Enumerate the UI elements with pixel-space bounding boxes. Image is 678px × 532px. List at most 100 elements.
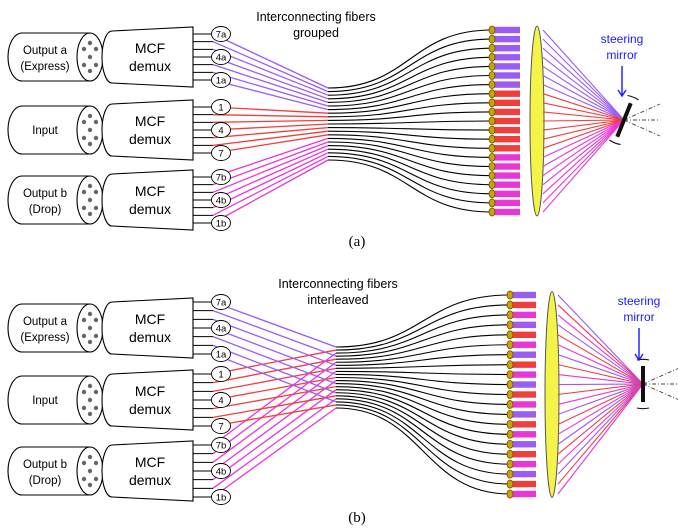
port-label: 1b xyxy=(216,492,227,503)
fiber-core-dot xyxy=(87,211,93,217)
lens xyxy=(544,291,560,498)
fiber-end xyxy=(488,180,496,190)
beam-line xyxy=(542,102,625,121)
trunk-fiber xyxy=(327,159,493,213)
fiber-core-dot xyxy=(81,389,87,395)
beam-band xyxy=(510,351,536,358)
steering-mirror-label-line1: steering xyxy=(601,32,644,46)
demux-label-sub: demux xyxy=(129,329,171,345)
beam-band xyxy=(510,451,536,458)
fiber-end xyxy=(488,34,496,44)
fiber-core-dot xyxy=(87,183,93,189)
trunk-fiber xyxy=(335,373,511,386)
port-marker xyxy=(211,72,231,88)
fiber-wires-b xyxy=(212,294,511,498)
trunk-fiber xyxy=(335,386,511,425)
fiber-end xyxy=(488,198,496,208)
fiber-line xyxy=(212,336,337,385)
beam-line xyxy=(542,119,625,158)
demux-label: MCF xyxy=(135,383,165,399)
port-label: 7a xyxy=(216,29,227,40)
fiber-end xyxy=(506,449,514,459)
beam-line xyxy=(542,119,625,167)
beam-band xyxy=(510,401,536,408)
beam-band xyxy=(492,154,520,161)
mcf-demux xyxy=(101,297,194,359)
trunk-fiber xyxy=(327,38,493,93)
fiber-core-dot xyxy=(81,189,87,195)
fiber-core-dot xyxy=(87,339,93,345)
fiber-core-dot xyxy=(87,397,93,403)
fiber-line xyxy=(212,310,337,357)
fiber-line xyxy=(212,352,337,446)
fiber-label: Input xyxy=(32,125,58,137)
fiber-end xyxy=(488,207,496,217)
panel-title-line1: Interconnecting fibers xyxy=(278,277,398,291)
fiber-end xyxy=(506,370,514,380)
fiber-core-dot xyxy=(81,205,87,211)
beam-line xyxy=(557,383,644,465)
trunk-fiber xyxy=(335,395,511,455)
beam-line xyxy=(542,119,625,195)
beam-band xyxy=(510,441,536,448)
trunk-fiber xyxy=(327,130,493,140)
fiber-line xyxy=(212,64,329,104)
fiber-core-dot xyxy=(81,317,87,323)
fiber-line xyxy=(212,137,329,178)
fiber-core-dot xyxy=(81,476,87,482)
port-marker xyxy=(211,49,231,65)
mcf-demux xyxy=(101,440,194,502)
trunk-fiber xyxy=(327,102,493,118)
trunk-fiber xyxy=(327,47,493,96)
fiber-core-dot xyxy=(81,119,87,125)
beam-line xyxy=(557,383,644,485)
port-marker xyxy=(211,392,231,408)
trunk-fiber xyxy=(335,398,511,465)
beam-band xyxy=(492,26,520,34)
beam-band xyxy=(510,361,536,368)
optics-b xyxy=(506,290,678,499)
fiber-core-dot xyxy=(81,46,87,52)
trunk-fiber xyxy=(335,364,511,369)
fiber-line xyxy=(212,395,337,418)
fiber-end xyxy=(488,98,496,108)
port-marker xyxy=(211,215,231,231)
beam-line xyxy=(542,111,625,121)
beam-band xyxy=(510,331,536,338)
fiber-end xyxy=(506,290,514,300)
fiber-line xyxy=(212,41,329,93)
fiber-end xyxy=(488,107,496,117)
port-marker xyxy=(211,320,231,336)
beam-line xyxy=(557,334,644,385)
demux-label: MCF xyxy=(135,40,165,56)
beam-line xyxy=(542,38,625,121)
beam-band xyxy=(492,190,520,197)
fiber-blocks-b: Output a(Express)MCFdemux7a4a1aInputMCFd… xyxy=(7,294,231,505)
beam-line xyxy=(557,383,644,396)
port-label: 4b xyxy=(216,466,227,477)
beam-line xyxy=(542,93,625,121)
fiber-core-dot xyxy=(93,46,99,52)
beam-line xyxy=(542,119,625,140)
trunk-fiber xyxy=(335,392,511,445)
fiber-line xyxy=(212,367,337,392)
fiber-line xyxy=(212,380,337,472)
trunk-fiber xyxy=(327,56,493,100)
fiber-label-sub: (Drop) xyxy=(29,204,62,216)
multicore-fiber xyxy=(7,105,90,155)
beam-line xyxy=(542,119,625,131)
trunk-fiber xyxy=(327,155,493,204)
multicore-fiber xyxy=(7,175,90,225)
fiber-end xyxy=(488,162,496,171)
fiber-line xyxy=(212,119,329,123)
fiber-end xyxy=(506,489,514,499)
fiber-line xyxy=(212,79,329,111)
port-marker xyxy=(211,145,231,161)
fiber-core-dot xyxy=(93,189,99,195)
demux-label: MCF xyxy=(135,311,165,327)
port-label: 4 xyxy=(218,395,223,406)
fiber-end xyxy=(488,143,496,153)
fiber-line xyxy=(212,48,329,96)
fiber-core-dot xyxy=(93,135,99,141)
trunk-fiber xyxy=(335,324,511,357)
